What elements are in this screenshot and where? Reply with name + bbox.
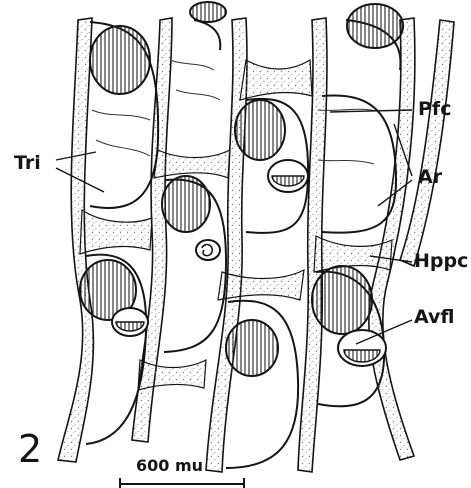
nucleus-1 xyxy=(90,26,150,94)
cross-wall-1 xyxy=(240,60,312,100)
cross-wall-2 xyxy=(154,150,230,178)
cross-wall-4 xyxy=(314,236,392,272)
nucleus-3 xyxy=(235,100,285,160)
label-avfl: Avfl xyxy=(414,308,455,327)
label-tri: Tri xyxy=(14,154,41,173)
label-hppc: Hppc xyxy=(414,252,468,271)
cell-outline-3 xyxy=(322,95,396,232)
nucleus-8 xyxy=(190,2,226,22)
nucleus-6 xyxy=(312,266,372,334)
cell-outline-9 xyxy=(194,20,220,50)
scale-bar xyxy=(120,478,244,488)
label-ar: Ar xyxy=(418,168,442,187)
cross-wall-5 xyxy=(218,270,304,300)
nucleus-4 xyxy=(162,176,210,232)
nucleus-7 xyxy=(226,320,278,376)
nucleus-2 xyxy=(347,4,403,48)
cross-wall-3 xyxy=(80,210,152,254)
figure-number: 2 xyxy=(18,430,42,468)
cross-wall-6 xyxy=(138,360,206,390)
label-pfc: Pfc xyxy=(418,100,451,119)
vacuole-3 xyxy=(196,240,220,260)
scale-bar-label: 600 mu xyxy=(136,458,203,474)
